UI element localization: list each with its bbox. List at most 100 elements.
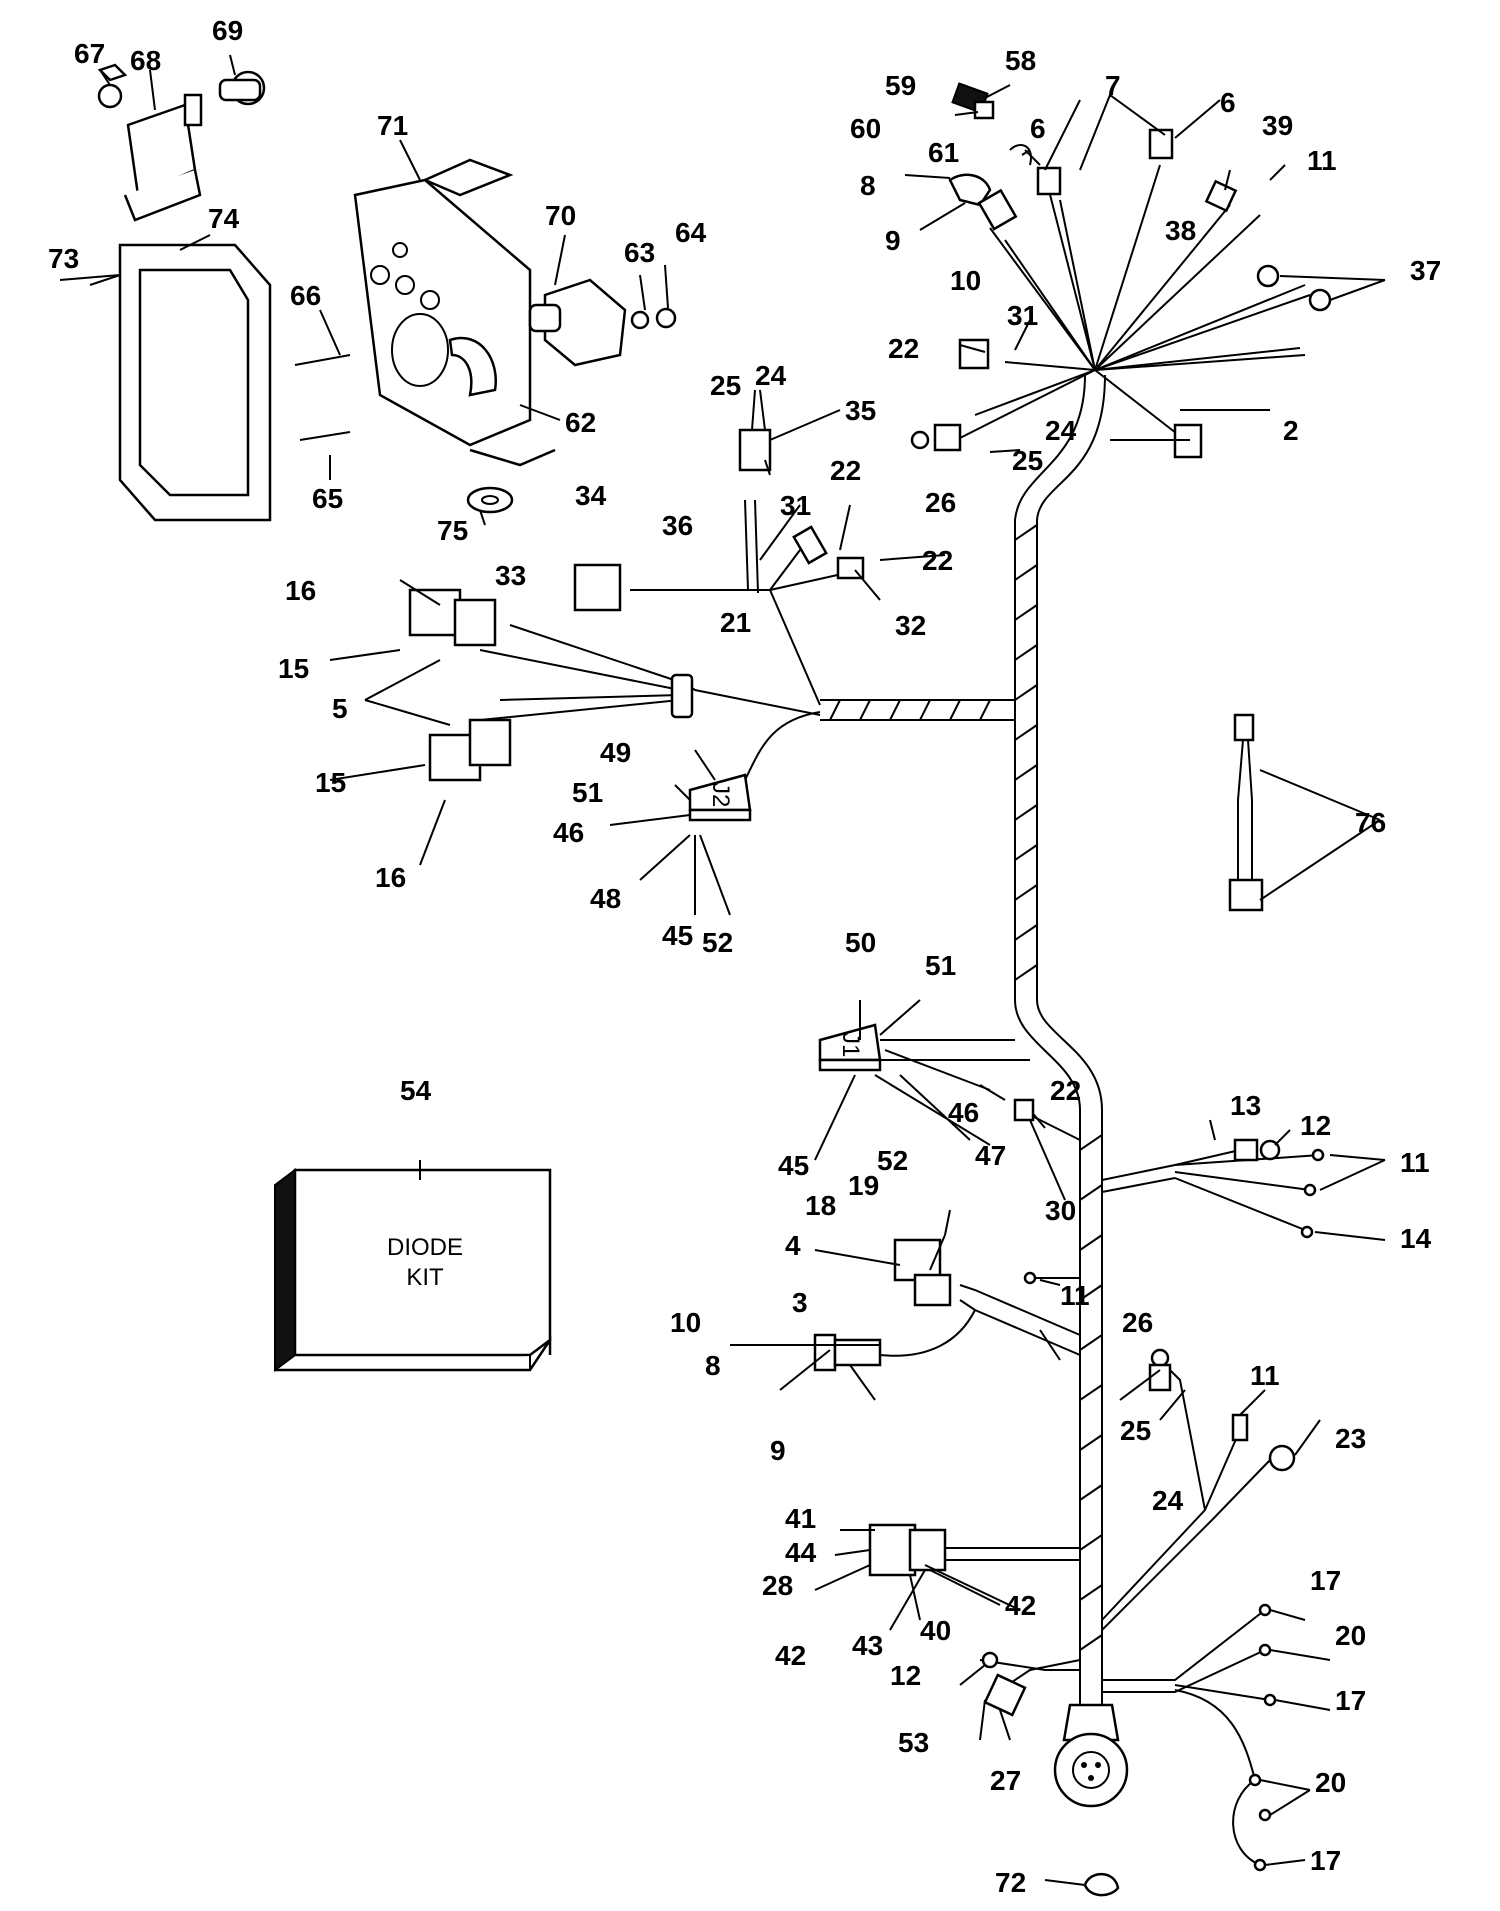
callout-22c: 22	[922, 545, 953, 576]
callout-58: 58	[1005, 45, 1036, 76]
callout-10a: 10	[950, 265, 981, 296]
left-branch-harness	[479, 499, 1015, 791]
callout-24a: 24	[755, 360, 787, 391]
callout-76: 76	[1355, 807, 1386, 838]
connector-35-icon	[738, 428, 772, 472]
callout-41: 41	[785, 1503, 816, 1534]
callout-35: 35	[845, 395, 876, 426]
callout-33: 33	[495, 560, 526, 591]
main-connector-plug	[1053, 1703, 1129, 1808]
callout-52b: 52	[877, 1145, 908, 1176]
callout-45a: 45	[662, 920, 693, 951]
callout-27: 27	[990, 1765, 1021, 1796]
callout-32: 32	[895, 610, 926, 641]
callout-25b: 25	[1012, 445, 1043, 476]
callout-38: 38	[1165, 215, 1196, 246]
callout-17c: 17	[1310, 1845, 1341, 1876]
callout-17a: 17	[1310, 1565, 1341, 1596]
callout-43: 43	[852, 1630, 883, 1661]
callout-8b: 8	[705, 1350, 721, 1381]
j2-label: J2	[707, 782, 734, 807]
plug-16-top-icon	[408, 588, 462, 637]
callout-69: 69	[212, 15, 243, 46]
callout-24c: 24	[1152, 1485, 1184, 1516]
connector-33-icon	[573, 563, 622, 612]
callout-21: 21	[720, 607, 751, 638]
clamp-72-icon	[1083, 1872, 1120, 1897]
callout-17b: 17	[1335, 1685, 1366, 1716]
callout-52a: 52	[702, 927, 733, 958]
callout-50: 50	[845, 927, 876, 958]
callout-36: 36	[662, 510, 693, 541]
callout-40: 40	[920, 1615, 951, 1646]
callout-46b: 46	[948, 1097, 979, 1128]
callout-23: 23	[1335, 1423, 1366, 1454]
callout-44: 44	[785, 1537, 817, 1568]
callout-26a: 26	[925, 487, 956, 518]
leader-lines	[89, 54, 1386, 1886]
callout-9a: 9	[885, 225, 901, 256]
callout-6a: 6	[1030, 113, 1046, 144]
callout-20b: 20	[1315, 1767, 1346, 1798]
callout-42a: 42	[1005, 1590, 1036, 1621]
callout-6b: 6	[1220, 87, 1236, 118]
callout-60: 60	[850, 113, 881, 144]
callout-68: 68	[130, 45, 161, 76]
callout-2: 2	[1283, 415, 1299, 446]
top-breakout-wires	[959, 164, 1311, 441]
callout-73: 73	[48, 243, 79, 274]
callout-37: 37	[1410, 255, 1441, 286]
callout-labels: 67 68 69 71 74 73 70 63 64 66 62 65 75 5…	[48, 15, 1441, 1898]
callout-31b: 31	[780, 490, 811, 521]
callout-66: 66	[290, 280, 321, 311]
callout-67: 67	[74, 38, 105, 69]
callout-70: 70	[545, 200, 576, 231]
callout-45b: 45	[778, 1150, 809, 1181]
connectors: J2 J1	[408, 82, 1332, 1897]
callout-72: 72	[995, 1867, 1026, 1898]
callout-30: 30	[1045, 1195, 1076, 1226]
callout-11c: 11	[1060, 1280, 1090, 1311]
callout-47: 47	[975, 1140, 1006, 1171]
callout-20a: 20	[1335, 1620, 1366, 1651]
callout-13: 13	[1230, 1090, 1261, 1121]
callout-39: 39	[1262, 110, 1293, 141]
callout-63: 63	[624, 237, 655, 268]
callout-11a: 11	[1307, 145, 1337, 176]
callout-74: 74	[208, 203, 240, 234]
screws-and-grommet	[294, 354, 514, 514]
callout-53: 53	[898, 1727, 929, 1758]
callout-62: 62	[565, 407, 596, 438]
nut-67-icon	[97, 83, 123, 109]
callout-16a: 16	[285, 575, 316, 606]
callout-54: 54	[400, 1075, 432, 1106]
callout-8a: 8	[860, 170, 876, 201]
callout-10b: 10	[670, 1307, 701, 1338]
callout-9b: 9	[770, 1435, 786, 1466]
callout-31a: 31	[1007, 300, 1038, 331]
callout-75: 75	[437, 515, 468, 546]
callout-22a: 22	[888, 333, 919, 364]
mounting-bracket	[353, 158, 556, 467]
callout-15a: 15	[278, 653, 309, 684]
callout-61: 61	[928, 137, 959, 168]
callout-26b: 26	[1122, 1307, 1153, 1338]
callout-46a: 46	[553, 817, 584, 848]
callout-7: 7	[1105, 70, 1121, 101]
callout-11d: 11	[1250, 1360, 1280, 1391]
callout-48: 48	[590, 883, 621, 914]
connector-44-icon	[868, 1523, 917, 1577]
diode-kit-line1: DIODE	[387, 1234, 463, 1261]
callout-71: 71	[377, 110, 408, 141]
cover-74	[59, 243, 272, 522]
diode-kit-line2: KIT	[406, 1264, 444, 1291]
callout-49: 49	[600, 737, 631, 768]
switch-18-icon	[893, 1238, 942, 1282]
callout-24b: 24	[1045, 415, 1077, 446]
callout-59: 59	[885, 70, 916, 101]
callout-11b: 11	[1400, 1147, 1430, 1178]
callout-18: 18	[805, 1190, 836, 1221]
callout-22b: 22	[830, 455, 861, 486]
callout-64: 64	[675, 217, 707, 248]
